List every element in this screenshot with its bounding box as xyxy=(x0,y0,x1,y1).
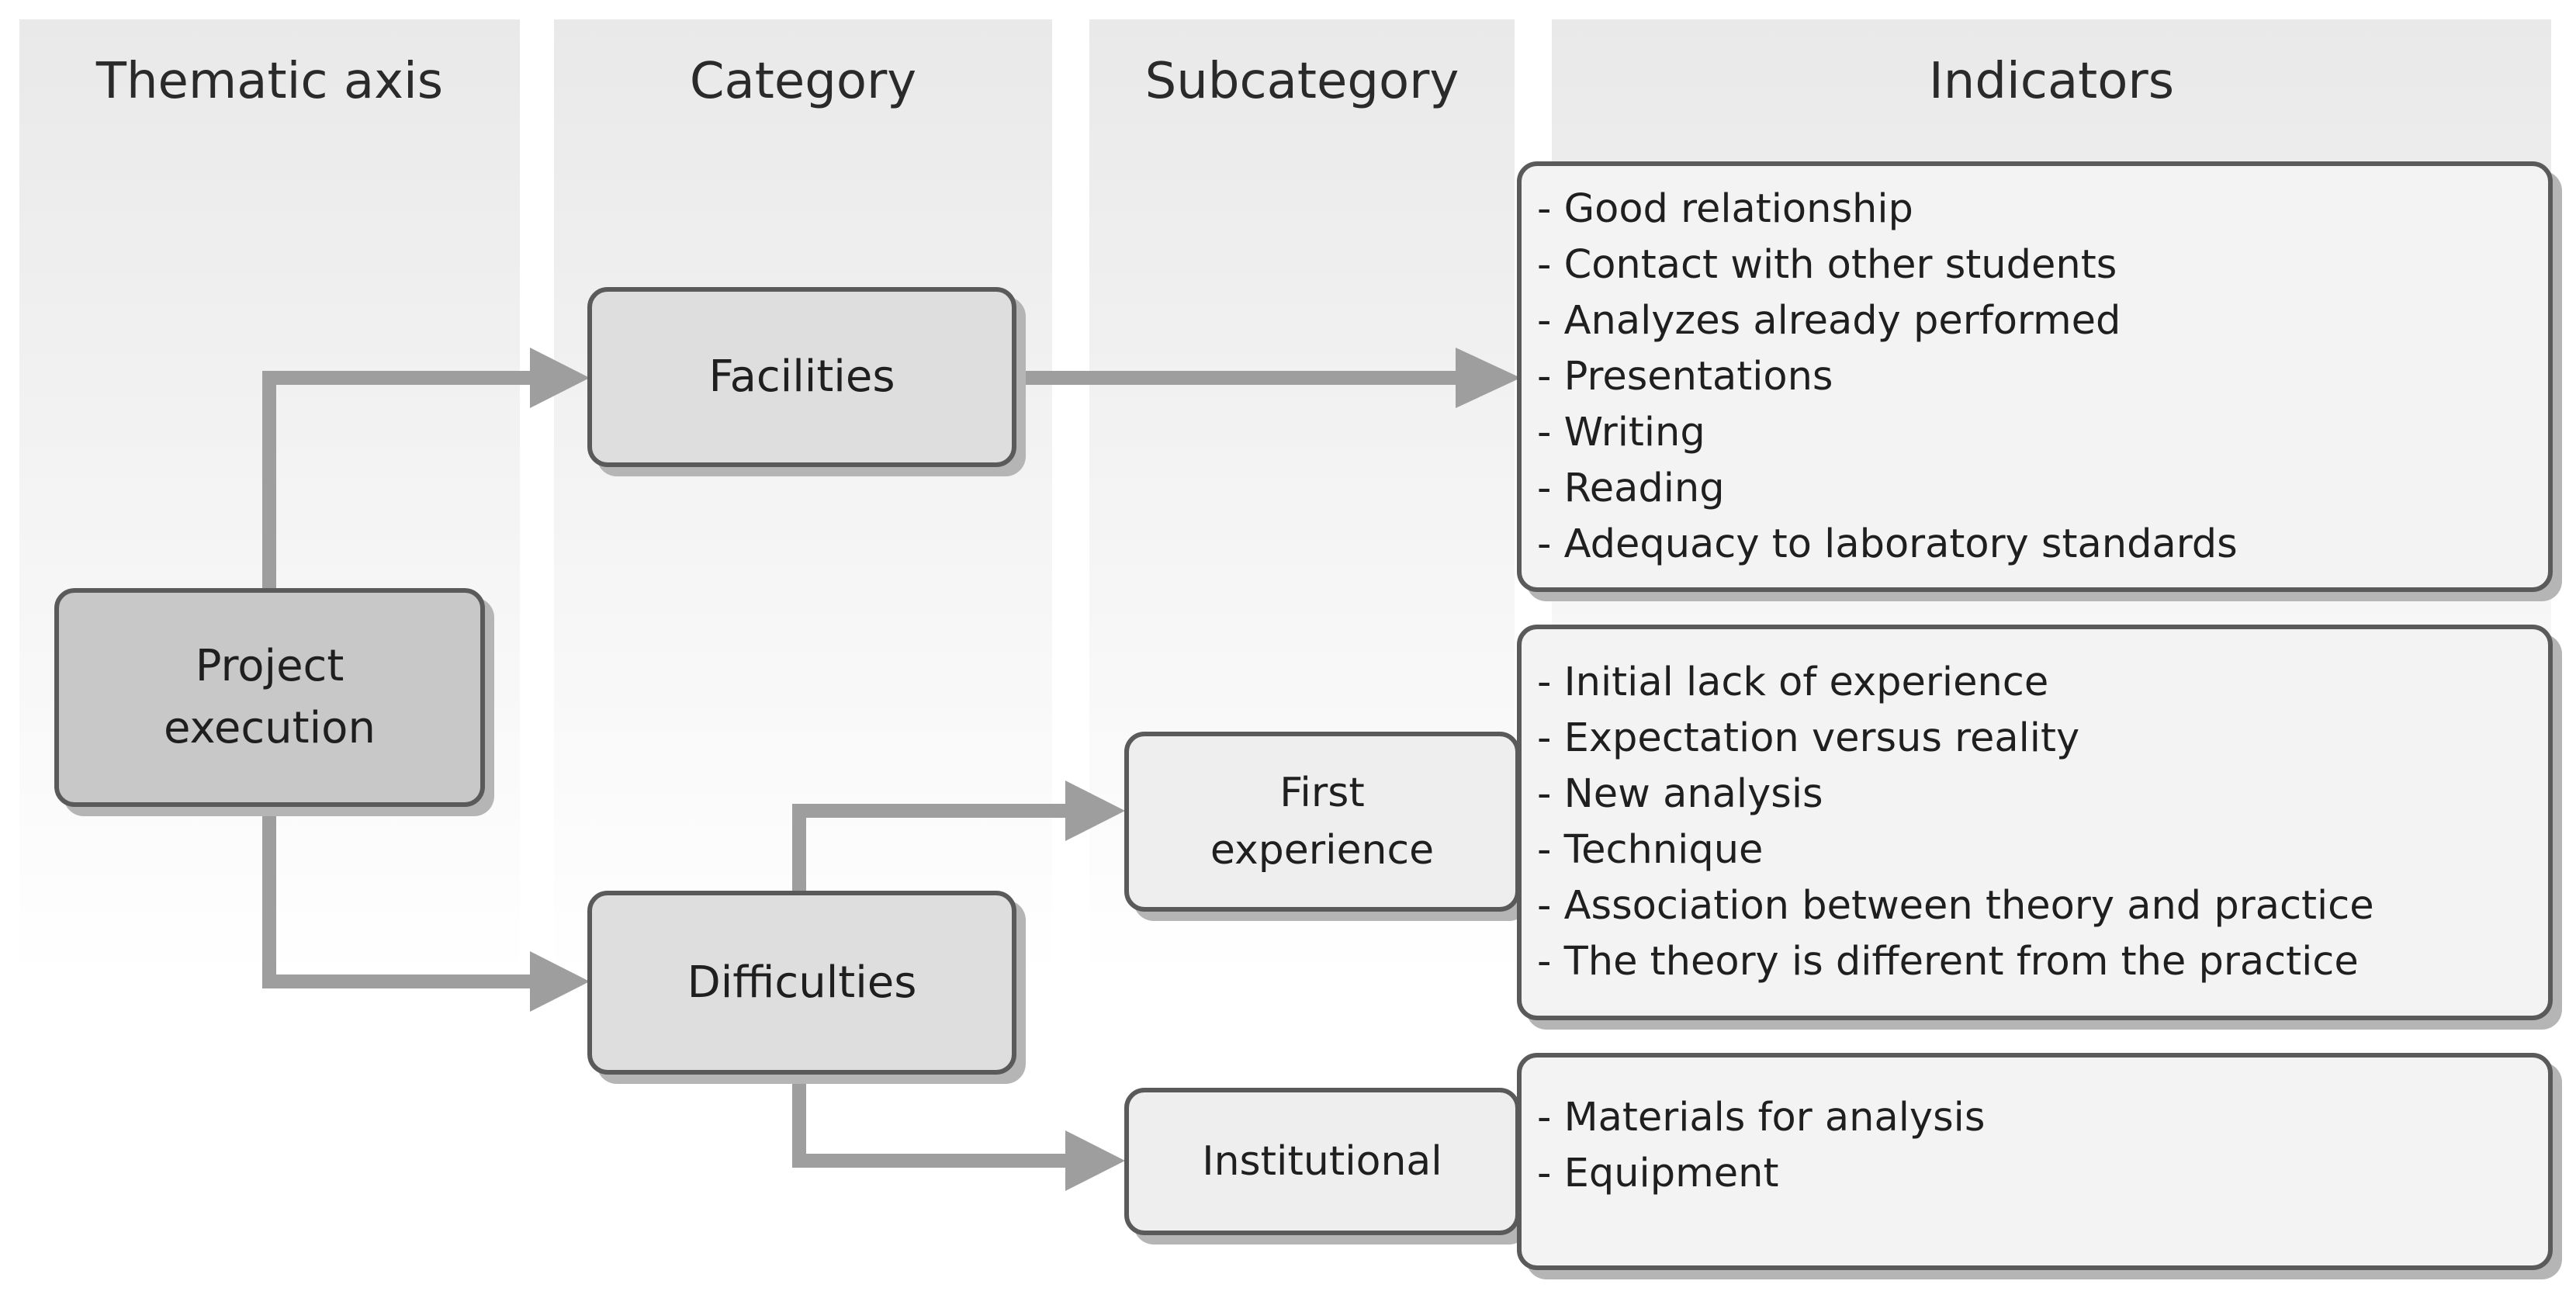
indicator-item: - Contact with other students xyxy=(1537,241,2117,288)
indicator-item: - Expectation versus reality xyxy=(1537,715,2080,761)
indicator-item: - Materials for analysis xyxy=(1537,1095,1986,1141)
indicator-item: - New analysis xyxy=(1537,771,1823,817)
indicators-list-first-experience: - Initial lack of experience - Expectati… xyxy=(1537,655,2533,990)
connector-difficulties-to-institutional xyxy=(792,1075,1071,1168)
connector-root-to-facilities xyxy=(262,371,535,590)
indicators-box-first-experience: - Initial lack of experience - Expectati… xyxy=(1517,625,2553,1020)
arrowhead-facilities-indicators xyxy=(1456,348,1521,408)
arrowhead-difficulties xyxy=(530,951,590,1012)
indicator-item: - Initial lack of experience xyxy=(1537,659,2049,705)
node-first-experience-label: First experience xyxy=(1210,770,1435,874)
indicators-box-facilities: - Good relationship - Contact with other… xyxy=(1517,161,2553,592)
node-first-experience: First experience xyxy=(1124,732,1520,912)
indicator-item: - Adequacy to laboratory standards xyxy=(1537,521,2238,567)
indicator-item: - Good relationship xyxy=(1537,185,1913,232)
node-difficulties-label: Difficulties xyxy=(687,957,917,1008)
connector-difficulties-to-first-experience xyxy=(792,804,1071,892)
node-facilities-label: Facilities xyxy=(708,351,895,402)
column-header-subcategory: Subcategory xyxy=(1144,53,1459,110)
indicator-item: - Presentations xyxy=(1537,353,1833,400)
node-institutional: Institutional xyxy=(1124,1088,1520,1235)
indicators-box-institutional: - Materials for analysis - Equipment xyxy=(1517,1053,2553,1270)
connector-root-to-difficulties xyxy=(262,807,535,988)
indicator-item: - Technique xyxy=(1537,827,1764,873)
indicator-item: - Association between theory and practic… xyxy=(1537,883,2374,929)
node-difficulties: Difficulties xyxy=(587,891,1016,1075)
indicator-item: - The theory is different from the pract… xyxy=(1537,939,2359,985)
indicators-list-facilities: - Good relationship - Contact with other… xyxy=(1537,182,2533,573)
column-band-subcategory xyxy=(1089,19,1515,1300)
column-header-indicators: Indicators xyxy=(1928,53,2175,110)
indicator-item: - Equipment xyxy=(1537,1151,1779,1196)
indicator-item: - Writing xyxy=(1537,409,1705,455)
node-project-execution-label: Project execution xyxy=(164,641,376,753)
arrowhead-first-experience xyxy=(1065,781,1125,841)
arrowhead-institutional xyxy=(1065,1130,1125,1191)
column-header-category: Category xyxy=(689,53,917,110)
node-facilities: Facilities xyxy=(587,287,1016,467)
indicator-item: - Analyzes already performed xyxy=(1537,297,2121,344)
column-header-thematic-axis: Thematic axis xyxy=(95,53,444,110)
indicators-list-institutional: - Materials for analysis - Equipment xyxy=(1537,1090,2533,1202)
indicator-item: - Reading xyxy=(1537,465,1725,511)
node-project-execution: Project execution xyxy=(54,588,485,807)
arrowhead-facilities xyxy=(530,348,590,408)
node-institutional-label: Institutional xyxy=(1202,1138,1442,1185)
